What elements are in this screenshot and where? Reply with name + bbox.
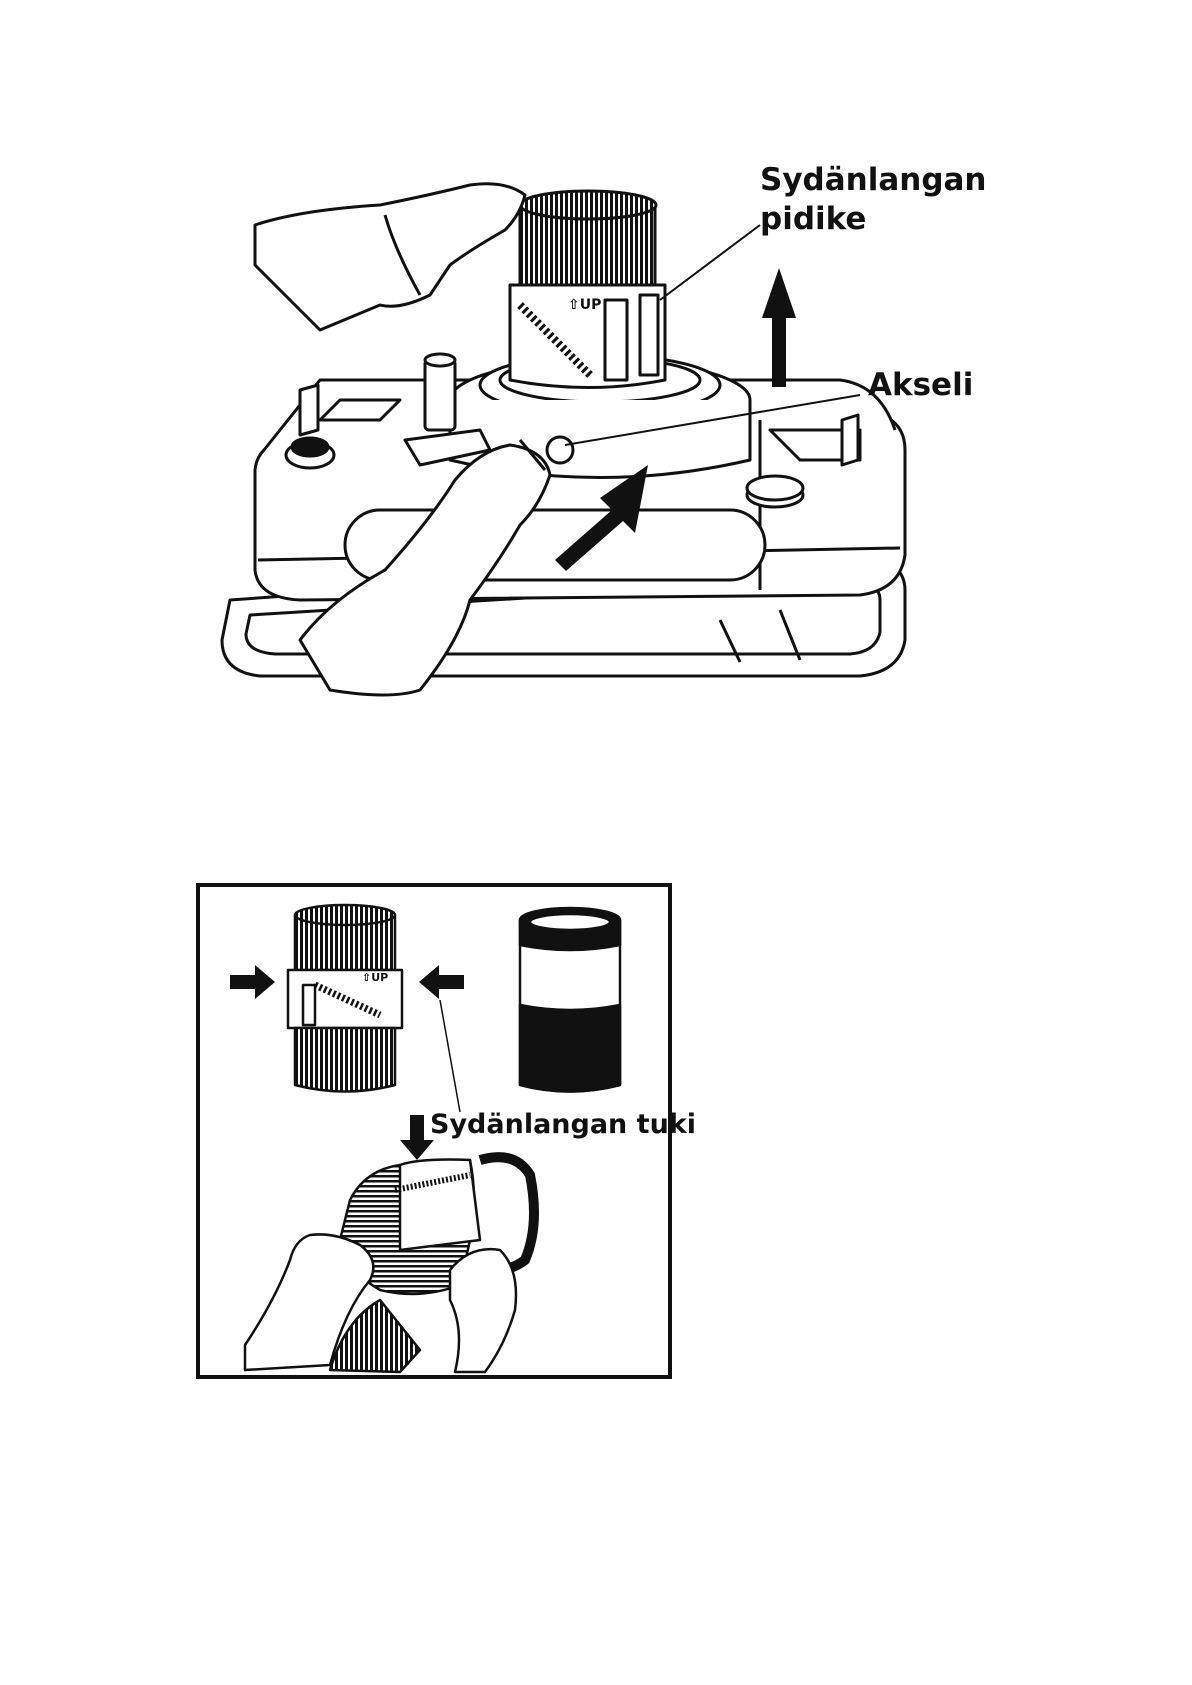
ignitor-post <box>425 354 455 430</box>
wick-holder-cylinder <box>510 191 665 388</box>
label-wick-holder-line1: Sydänlangan <box>760 163 987 197</box>
wick-cylinder <box>520 908 620 1092</box>
up-arrow <box>762 268 796 387</box>
figure-1-heater-assembly <box>222 184 905 695</box>
label-wick-holder-line2: pidike <box>760 202 866 236</box>
label-shaft: Akseli <box>868 368 973 402</box>
wick-with-support <box>288 905 402 1092</box>
label-wick-support: Sydänlangan tuki <box>430 1110 696 1140</box>
cylinder-up-marking-1: ⇧UP <box>568 298 601 313</box>
leader-line-holder <box>660 225 760 300</box>
cylinder-up-marking-2: ⇧UP <box>362 972 388 984</box>
upper-gloved-hand <box>255 184 525 330</box>
